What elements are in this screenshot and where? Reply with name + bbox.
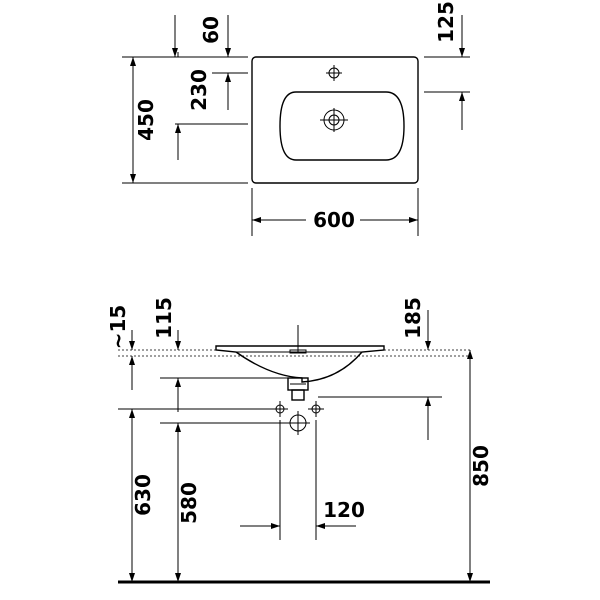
dim-120: 120 [240,498,365,529]
top-view: 450 230 60 [122,1,470,236]
drain-top [320,108,348,132]
dim-230-label: 230 [187,69,211,111]
dim-230: 230 [175,52,248,160]
dim-850: 850 [467,350,493,582]
dim-115-label: 115 [152,297,176,339]
dim-630: 630 [118,408,272,582]
waste-outlet [287,377,309,401]
dim-580: 580 [160,422,286,582]
dim-60-label: 60 [199,16,223,44]
dim-630-label: 630 [131,474,155,516]
dim-450: 450 [122,56,248,184]
dim-120-label: 120 [323,498,365,522]
dim-115: 115 [152,297,288,412]
basin-bowl-top [279,91,405,161]
dim-15-label: ~15 [106,305,130,350]
dim-185: 185 [318,297,442,440]
dim-15: ~15 [106,305,135,390]
tap-hole-top [326,65,342,81]
dim-125: 125 [424,1,470,130]
dim-185-label: 185 [401,297,425,339]
dim-450-label: 450 [134,99,158,141]
basin-outline-top [251,56,419,184]
dim-850-label: 850 [469,445,493,487]
dim-600-label: 600 [313,208,355,232]
dim-125-label: 125 [434,1,458,43]
dim-580-label: 580 [177,482,201,524]
side-view: ~15 115 185 630 [106,297,493,584]
basin-profile-side [215,345,385,383]
dim-60: 60 [172,15,248,110]
dim-600: 600 [251,188,419,236]
